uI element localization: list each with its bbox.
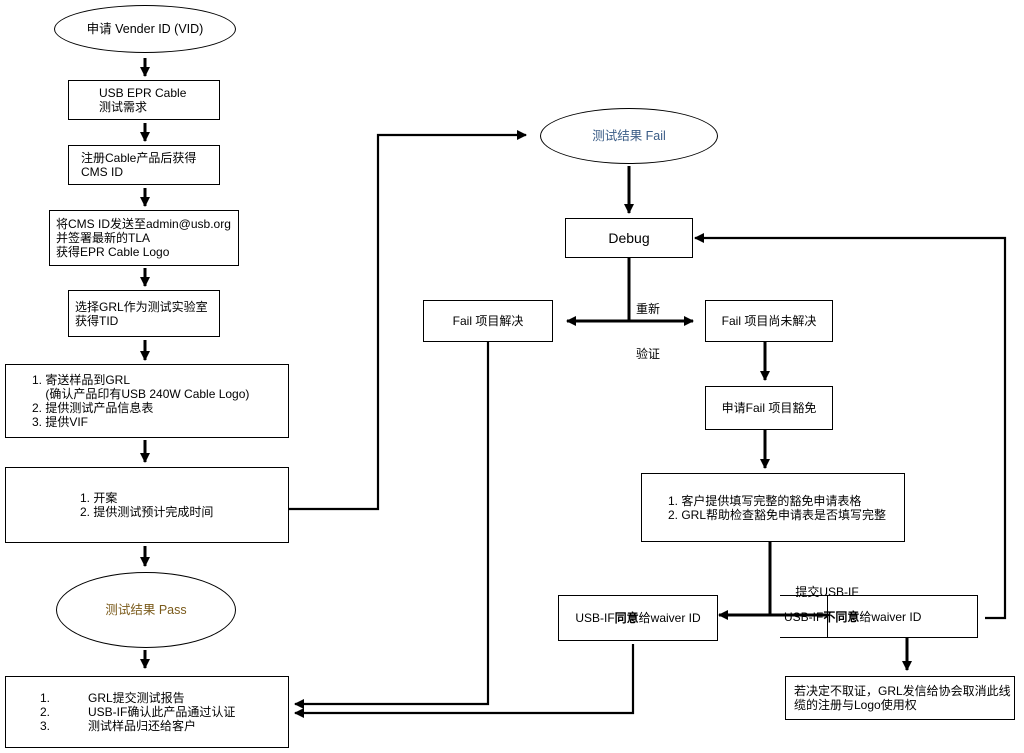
- node-send-samples-line-4: 3. 提供VIF: [32, 415, 89, 429]
- node-fail-solved: Fail 项目解决: [423, 300, 553, 342]
- node-send-samples: 1. 寄送样品到GRL (确认产品印有USB 240W Cable Logo) …: [5, 364, 289, 438]
- node-fail-solved-text: Fail 项目解决: [452, 314, 524, 328]
- final-report-item: 1. GRL提交测试报告: [40, 691, 235, 705]
- node-open-case: 1. 开案 2. 提供测试预计完成时间: [5, 467, 289, 543]
- node-send-samples-line-3: 2. 提供测试产品信息表: [32, 401, 154, 415]
- final-report-num-2: 2.: [40, 705, 51, 719]
- node-debug-text: Debug: [608, 230, 650, 246]
- node-register-line-1: 注册Cable产品后获得: [81, 151, 197, 165]
- node-waiver-denied-pre: USB-IF: [784, 609, 824, 624]
- arrow-denied-to-debug: [694, 233, 1007, 620]
- node-waiver-denied: USB-IF不同意给waiver ID: [780, 595, 978, 638]
- node-test-demand: USB EPR Cable 测试需求: [68, 80, 220, 120]
- node-send-cms: 将CMS ID发送至admin@usb.org 并签署最新的TLA 获得EPR …: [49, 210, 239, 266]
- edge-label-retest-line-2: 验证: [636, 347, 661, 361]
- arrow-granted-to-report: [294, 644, 635, 718]
- node-test-demand-line-1: USB EPR Cable: [99, 86, 187, 100]
- node-result-pass: 测试结果 Pass: [56, 572, 236, 648]
- final-report-item: 2. USB-IF确认此产品通过认证: [40, 705, 235, 719]
- node-register-line-2: CMS ID: [81, 165, 123, 179]
- node-waiver-denied-post: 给waiver ID: [859, 609, 922, 624]
- node-send-cms-line-2: 并签署最新的TLA: [56, 231, 151, 245]
- arrow-form-to-granted: [718, 542, 772, 620]
- node-apply-waiver-text: 申请Fail 项目豁免: [721, 401, 817, 415]
- node-waiver-form-line-2: 2. GRL帮助检查豁免申请表是否填写完整: [668, 507, 887, 522]
- node-apply-vid: 申请 Vender ID (VID): [54, 5, 236, 53]
- node-cancel-note: 若决定不取证，GRL发信给协会取消此线 缆的注册与Logo使用权: [785, 676, 1015, 720]
- node-cancel-note-line-1: 若决定不取证，GRL发信给协会取消此线: [794, 684, 1011, 698]
- node-choose-grl: 选择GRL作为测试实验室 获得TID: [68, 290, 220, 337]
- final-report-list: 1. GRL提交测试报告 2. USB-IF确认此产品通过认证 3. 测试样品归…: [40, 691, 235, 733]
- edge-label-retest: 重新 验证: [636, 272, 660, 392]
- node-send-cms-line-1: 将CMS ID发送至admin@usb.org: [56, 217, 231, 231]
- final-report-text-2: USB-IF确认此产品通过认证: [88, 705, 236, 719]
- node-fail-unsolved: Fail 项目尚未解决: [705, 300, 833, 342]
- node-choose-grl-line-2: 获得TID: [75, 313, 119, 328]
- node-cancel-note-line-2: 缆的注册与Logo使用权: [794, 698, 917, 712]
- node-waiver-granted-post: 给waiver ID: [638, 611, 701, 625]
- final-report-text-1: GRL提交测试报告: [88, 691, 185, 705]
- node-waiver-form: 1. 客户提供填写完整的豁免申请表格 2. GRL帮助检查豁免申请表是否填写完整: [641, 473, 905, 542]
- node-waiver-denied-bold: 不同意: [823, 609, 860, 624]
- node-fail-unsolved-text: Fail 项目尚未解决: [721, 314, 817, 328]
- node-test-demand-line-2: 测试需求: [99, 100, 148, 114]
- node-open-case-line-2: 2. 提供测试预计完成时间: [80, 505, 214, 519]
- node-result-fail-text: 测试结果 Fail: [592, 129, 666, 143]
- node-debug: Debug: [565, 218, 693, 258]
- edge-label-retest-line-1: 重新: [636, 302, 661, 316]
- node-result-fail: 测试结果 Fail: [540, 108, 718, 164]
- node-register: 注册Cable产品后获得 CMS ID: [68, 145, 220, 185]
- node-waiver-denied-left-edge: [827, 595, 828, 638]
- final-report-num-3: 3.: [40, 719, 51, 733]
- node-result-pass-text: 测试结果 Pass: [105, 603, 187, 617]
- final-report-text-3: 测试样品归还给客户: [88, 719, 197, 733]
- final-report-num-1: 1.: [40, 691, 51, 705]
- node-waiver-granted-bold: 同意: [614, 611, 639, 625]
- node-waiver-form-line-1: 1. 客户提供填写完整的豁免申请表格: [668, 493, 862, 508]
- arrow-case-to-fail: [289, 130, 527, 511]
- node-waiver-granted-pre: USB-IF: [575, 611, 615, 625]
- node-choose-grl-line-1: 选择GRL作为测试实验室: [75, 299, 208, 314]
- node-final-report: 1. GRL提交测试报告 2. USB-IF确认此产品通过认证 3. 测试样品归…: [5, 676, 289, 748]
- node-send-cms-line-3: 获得EPR Cable Logo: [56, 245, 170, 259]
- final-report-item: 3. 测试样品归还给客户: [40, 719, 235, 733]
- node-apply-vid-text: 申请 Vender ID (VID): [86, 22, 204, 36]
- node-send-samples-line-1: 1. 寄送样品到GRL: [32, 373, 131, 387]
- node-waiver-denied-text: USB-IF不同意给waiver ID: [784, 610, 977, 624]
- node-open-case-line-1: 1. 开案: [80, 491, 118, 505]
- node-apply-waiver: 申请Fail 项目豁免: [705, 386, 833, 430]
- arrow-solved-to-report: [294, 342, 490, 709]
- node-send-samples-line-2: (确认产品印有USB 240W Cable Logo): [32, 387, 250, 401]
